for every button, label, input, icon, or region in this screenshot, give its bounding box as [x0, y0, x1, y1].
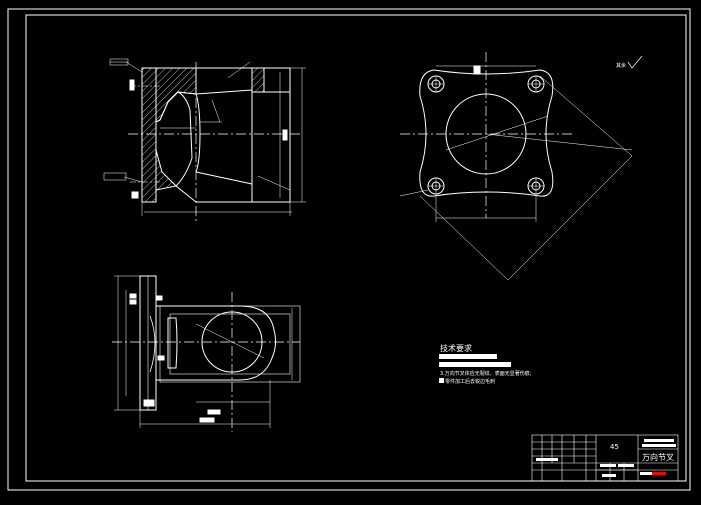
- tech-req-title: 技术要求: [440, 343, 472, 353]
- tech-req-line-2: [439, 362, 511, 367]
- bore-circle: [445, 93, 527, 175]
- flange-hatch: [141, 67, 157, 203]
- material-label: 45: [610, 443, 619, 451]
- side-bore: [201, 311, 263, 373]
- arm-outline: [156, 305, 277, 381]
- title-block: [531, 434, 679, 482]
- technical-requirements: 技术要求 3.万向节叉体应无裂纹、表面无显著伤痕; 零件加工后去锐边毛刺: [439, 343, 532, 385]
- bottom-hatch: [155, 149, 178, 191]
- tech-req-line-1: [439, 354, 497, 359]
- roughness-symbol: [627, 55, 643, 69]
- roughness-note: 其余: [616, 62, 626, 69]
- flange-outline: [419, 69, 554, 197]
- top-view: [399, 52, 643, 281]
- red-mark: [652, 472, 666, 475]
- tech-req-line-3: 3.万向节叉体应无裂纹、表面无显著伤痕;: [440, 370, 532, 377]
- front-section-view: [103, 58, 306, 222]
- outer-border: [7, 8, 691, 491]
- tech-req-line-4: 零件加工后去锐边毛刺: [445, 378, 495, 385]
- side-view: [112, 275, 301, 432]
- right-hatch: [251, 67, 265, 93]
- part-name: 万向节叉: [642, 452, 674, 462]
- inner-border: [25, 14, 687, 482]
